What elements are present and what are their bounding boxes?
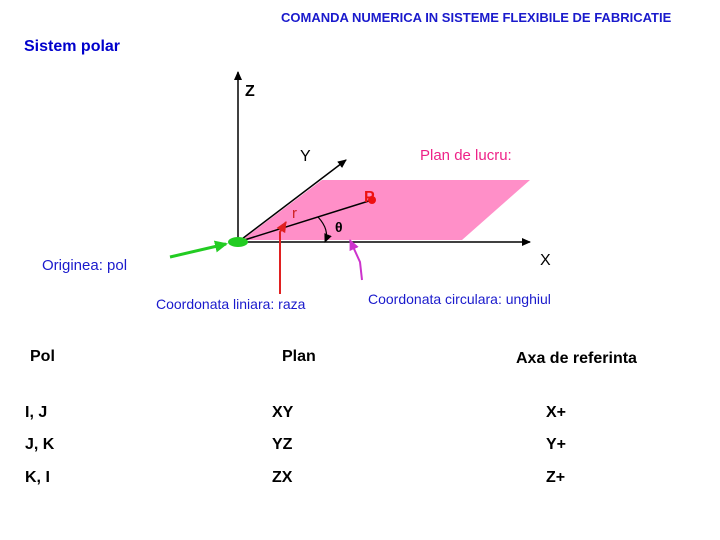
angle-arrow (349, 239, 363, 281)
y-axis (237, 159, 347, 243)
angle-label: θ (335, 219, 343, 235)
table-cell-axis: X+ (546, 404, 567, 421)
radius-arrow (276, 221, 287, 294)
circular-coordinate-label: Coordonata circulara: unghiul (368, 291, 551, 307)
table-header-pol: Pol (30, 348, 55, 365)
table-cell-pol: K, I (25, 469, 50, 486)
point-p-marker (368, 196, 376, 204)
origin-label: Originea: pol (42, 257, 127, 274)
table-cell-plan: XY (272, 404, 294, 421)
point-p-label: P (364, 189, 375, 206)
table-cell-plan: YZ (272, 436, 293, 453)
table-cell-axis: Z+ (546, 469, 566, 486)
table-header-plan: Plan (282, 348, 316, 365)
origin-marker (228, 237, 248, 247)
x-axis-label: X (540, 252, 551, 269)
table-cell-pol: J, K (25, 436, 55, 453)
page-header-title: COMANDA NUMERICA IN SISTEME FLEXIBILE DE… (281, 10, 672, 25)
table-header-axis: Axa de referinta (516, 350, 637, 367)
y-axis-label: Y (300, 148, 311, 165)
angle-arc (317, 216, 332, 243)
radius-line (237, 199, 373, 243)
origin-arrow (169, 240, 228, 259)
section-title: Sistem polar (24, 38, 121, 55)
radius-label: r (292, 205, 297, 222)
table-cell-pol: I, J (25, 404, 48, 421)
table-cell-plan: ZX (272, 469, 293, 486)
plane-label: Plan de lucru: (420, 147, 512, 164)
z-axis-label: Z (245, 83, 255, 100)
table-cell-axis: Y+ (546, 436, 567, 453)
work-plane (242, 180, 530, 240)
linear-coordinate-label: Coordonata liniara: raza (156, 296, 306, 312)
